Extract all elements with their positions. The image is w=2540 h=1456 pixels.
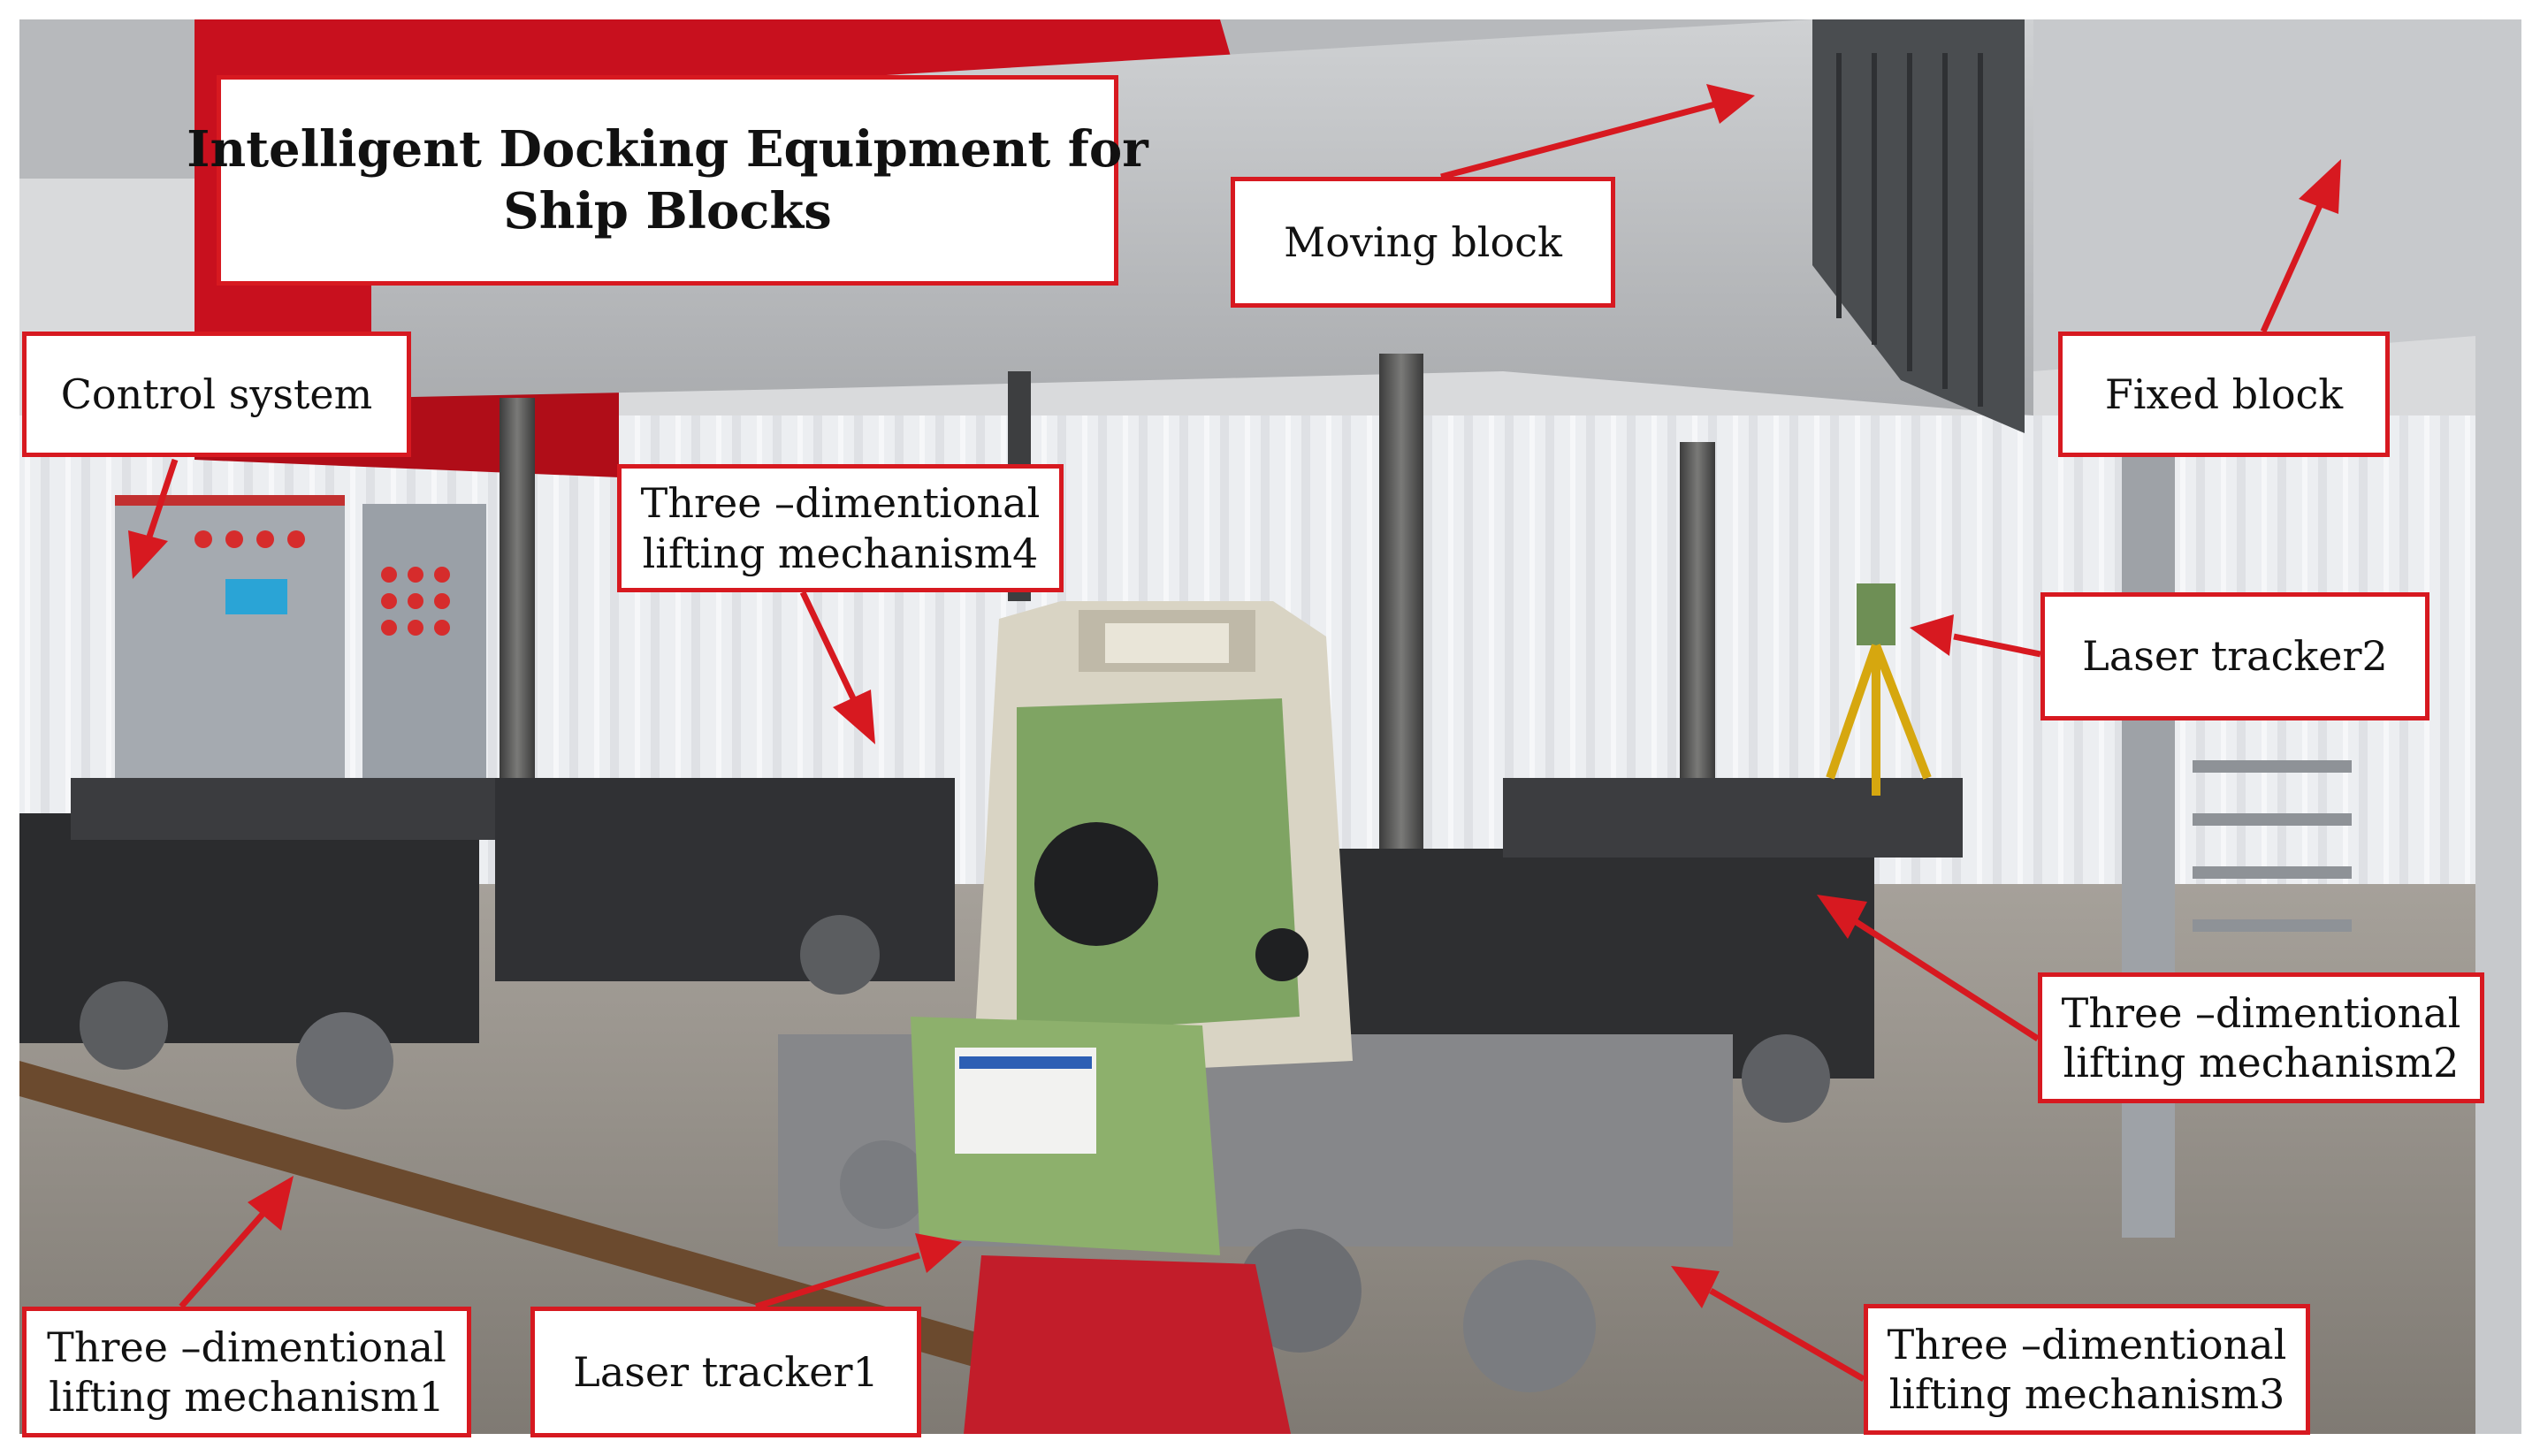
arrow-mechanism4 [799,591,875,744]
arrow-mechanism1 [179,1176,294,1309]
annotation-arrows [128,84,2341,1383]
moving-block-label: Moving block [1231,177,1615,308]
arrow-mechanism2 [1817,895,2040,1041]
lifting-mechanisms [19,778,1963,1392]
arrow-mechanism3 [1671,1266,1865,1383]
arrow-control-system [128,458,179,579]
laser-tracker1-label: Laser tracker1 [530,1307,921,1437]
mechanism1-label: Three –dimentional lifting mechanism1 [22,1307,471,1437]
laser-tracker2-label: Laser tracker2 [2040,592,2429,720]
fixed-block-label: Fixed block [2058,332,2390,457]
arrow-laser-tracker1 [754,1233,962,1310]
figure-title-line2: Ship Blocks [503,182,832,240]
mechanism2-label: Three –dimentional lifting mechanism2 [2038,972,2484,1103]
arrow-laser-tracker2 [1910,614,2041,658]
arrow-fixed-block [2260,159,2341,333]
mechanism4-label: Three –dimentional lifting mechanism4 [617,464,1064,592]
laser-tracker-1-shape [911,601,1353,1434]
laser-tracker-2-shape [1826,583,1932,796]
mechanism3-label: Three –dimentional lifting mechanism3 [1864,1304,2310,1435]
arrow-moving-block [1440,84,1755,180]
control-system-label: Control system [22,332,411,457]
control-cabinets [115,495,486,813]
figure-title-line1: Intelligent Docking Equipment for [187,120,1148,179]
figure-title-callout: Intelligent Docking Equipment for Ship B… [187,75,1148,286]
